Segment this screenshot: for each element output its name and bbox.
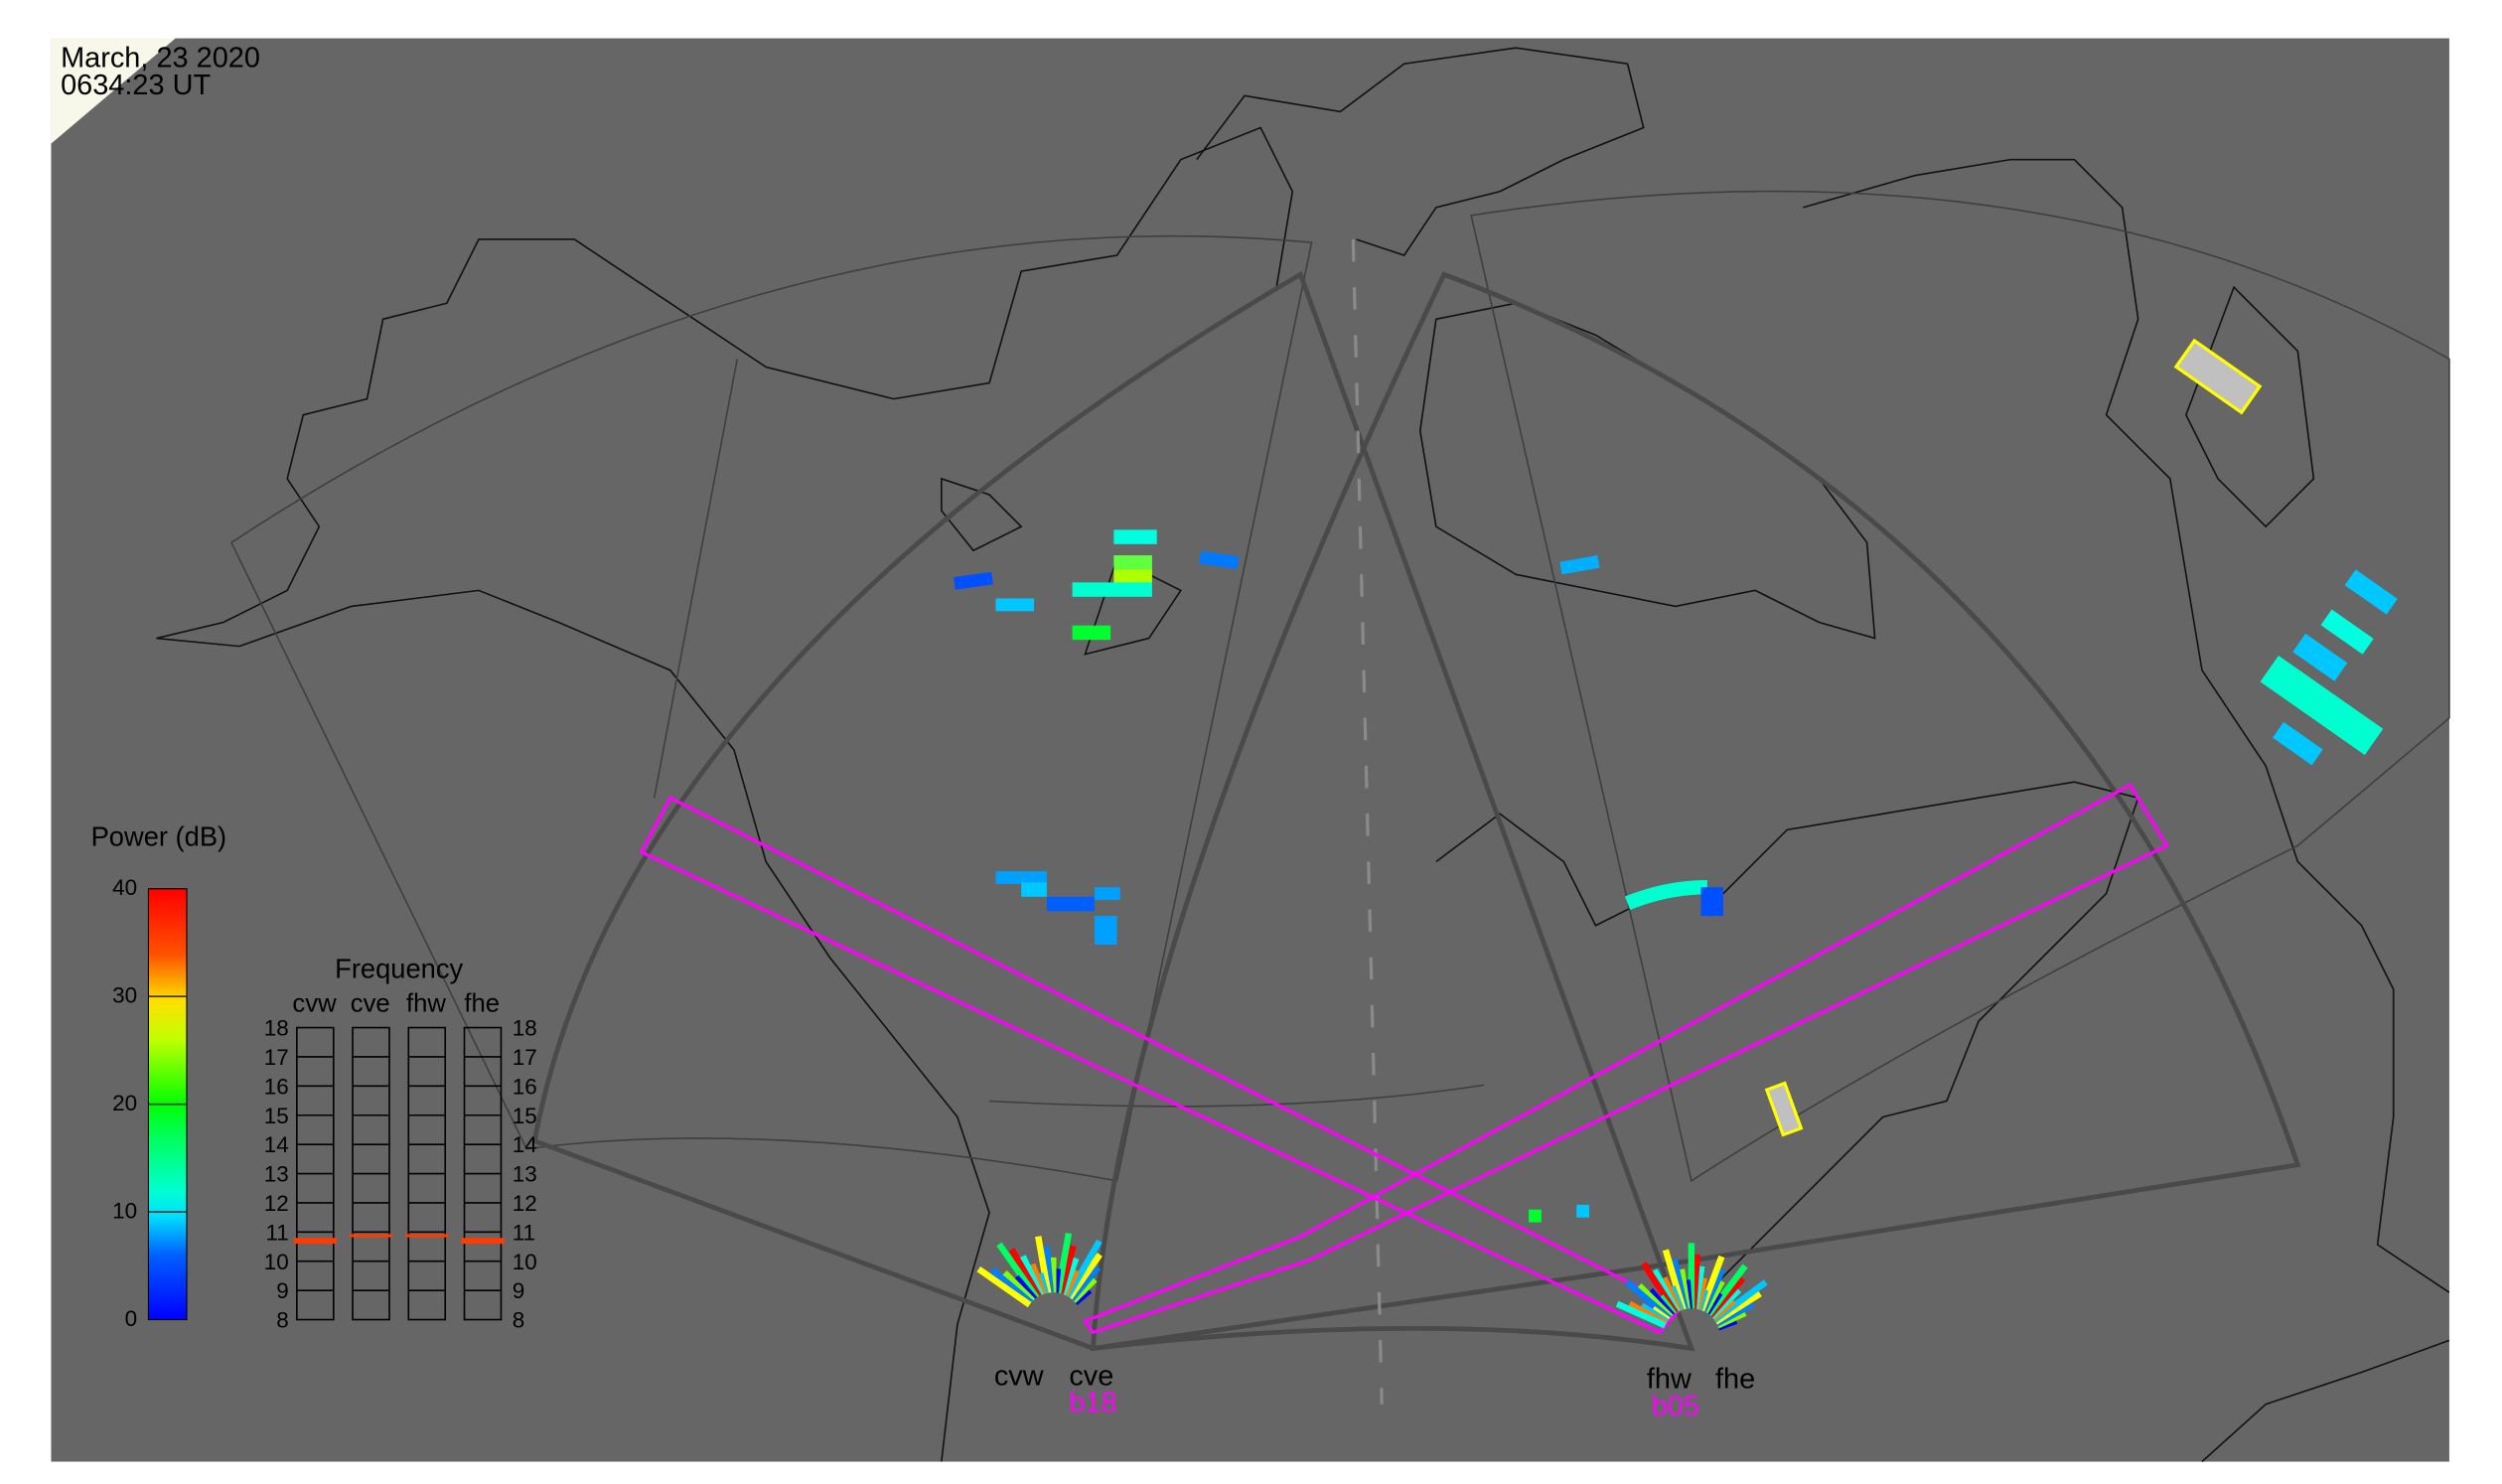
radar-label-fhw: fhw <box>1647 1364 1692 1396</box>
radar-cell <box>1615 1300 1667 1329</box>
colorbar-title: Power (dB) <box>91 820 227 851</box>
frequency-tick-left: 15 <box>264 1104 289 1128</box>
colorbar-tick-label: 40 <box>112 875 137 900</box>
frequency-tick-left: 8 <box>276 1308 289 1333</box>
frequency-tick-left: 12 <box>264 1191 289 1216</box>
radar-fan-fh <box>1615 1243 1768 1331</box>
frequency-marker-fhe <box>461 1238 505 1245</box>
frequency-tick-right: 9 <box>513 1278 525 1303</box>
frequency-tick-left: 17 <box>264 1045 289 1070</box>
beam-b05 <box>1082 783 2169 1335</box>
colorbar-tick-label: 20 <box>112 1091 137 1115</box>
radar-cell <box>996 1242 1040 1300</box>
radar-label-fhe: fhe <box>1715 1364 1755 1396</box>
frequency-marker-cve <box>349 1234 393 1238</box>
radar-label-cve: cve <box>1069 1360 1113 1392</box>
radar-cell <box>1035 1236 1052 1294</box>
radar-fan-cv <box>976 1232 1103 1308</box>
frequency-tick-left: 11 <box>265 1220 288 1245</box>
frequency-tick-right: 11 <box>513 1220 535 1245</box>
frequency-marker-fhw <box>405 1234 449 1238</box>
scatter-cells <box>953 338 2398 1223</box>
time-label: 0634:23 UT <box>61 70 211 101</box>
frequency-tick-right: 18 <box>513 1016 537 1041</box>
frequency-tick-right: 10 <box>513 1250 537 1274</box>
radar-cell <box>1067 1253 1103 1300</box>
frequency-marker-cvw <box>293 1238 338 1245</box>
beam-label-fh: b05 <box>1652 1391 1699 1422</box>
frequency-tick-right: 13 <box>513 1162 537 1187</box>
radar-cell <box>1057 1245 1077 1295</box>
frequency-tick-right: 16 <box>513 1074 537 1099</box>
colorbar-tick-label: 30 <box>112 983 137 1008</box>
map-background <box>51 38 2449 1462</box>
frequency-tick-right: 12 <box>513 1191 537 1216</box>
frequency-column-cve: cve <box>351 989 390 1017</box>
frequency-tick-left: 14 <box>264 1132 289 1157</box>
highlight-box <box>1764 1081 1804 1137</box>
frequency-column-fhw: fhw <box>406 989 446 1017</box>
highlight-box <box>2173 338 2263 415</box>
frequency-tick-left: 18 <box>264 1016 289 1041</box>
fields-of-view <box>229 190 2450 1405</box>
frequency-tick-left: 13 <box>264 1162 289 1187</box>
radar-cell <box>1064 1239 1103 1298</box>
power-colorbar: Power (dB) 40 30 20 10 0 <box>91 820 227 1331</box>
radar-cell <box>976 1265 1032 1308</box>
frequency-tick-right: 17 <box>513 1045 537 1070</box>
date-label: March, 23 2020 <box>61 42 260 74</box>
frequency-tick-left: 10 <box>264 1250 289 1274</box>
radar-label-cvw: cvw <box>994 1360 1044 1392</box>
radar-cell <box>1008 1248 1042 1298</box>
frequency-tick-right: 15 <box>513 1104 537 1128</box>
frequency-tick-left: 16 <box>264 1074 289 1099</box>
radar-cell <box>989 1267 1034 1306</box>
colorbar-tick-label: 10 <box>112 1199 137 1224</box>
frequency-column-fhe: fhe <box>464 989 500 1017</box>
frequency-title: Frequency <box>335 954 463 984</box>
frequency-column-cvw: cvw <box>292 989 337 1017</box>
frequency-tick-right: 14 <box>513 1132 537 1157</box>
beam-label-cv: b18 <box>1069 1388 1116 1419</box>
frequency-tick-left: 9 <box>276 1278 289 1303</box>
colorbar-tick-label: 0 <box>125 1306 138 1331</box>
beam-b18 <box>639 796 1684 1335</box>
radar-cell <box>1055 1232 1073 1294</box>
frequency-tick-right: 8 <box>513 1308 525 1333</box>
